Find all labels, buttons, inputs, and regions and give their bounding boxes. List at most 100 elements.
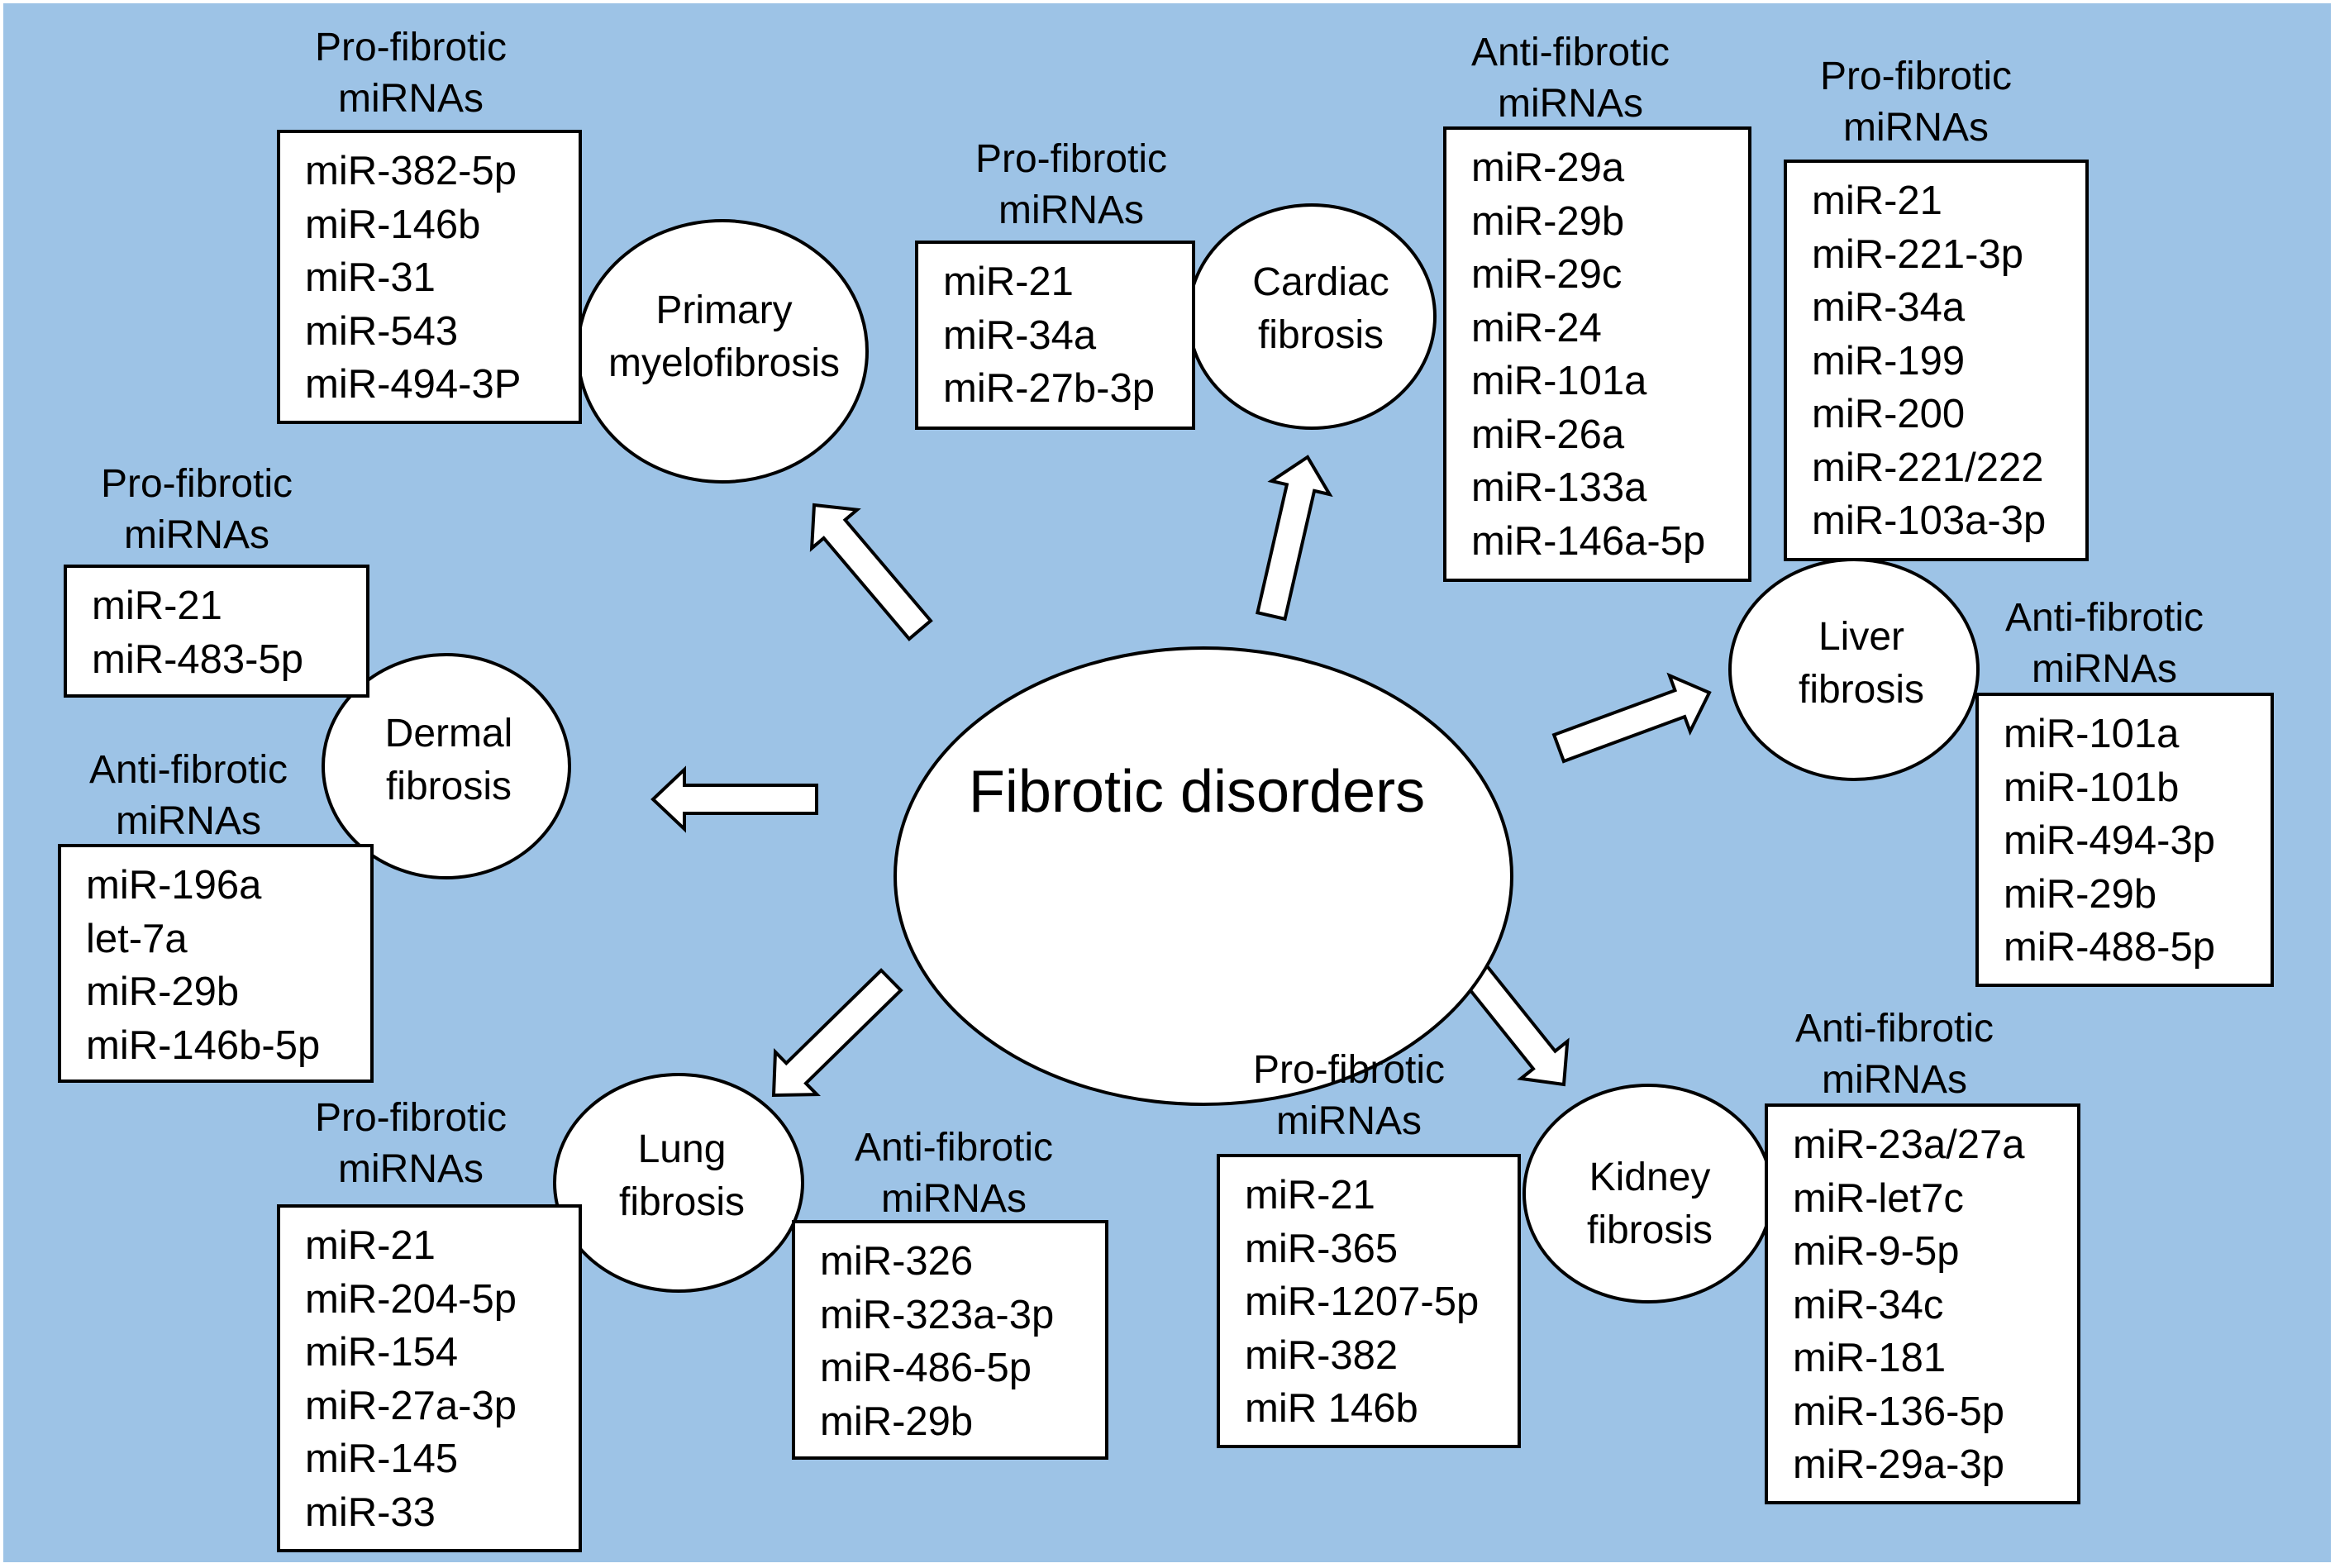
mirna-item: miR-34a: [943, 312, 1097, 358]
arrow-to-dermal-icon: [650, 765, 818, 833]
mirna-item: miR-24: [1471, 305, 1602, 350]
dermal-pro-heading: Pro-fibrotic miRNAs: [101, 459, 293, 561]
mirna-item: miR-494-3P: [305, 362, 522, 407]
mirna-item: let-7a: [86, 916, 188, 961]
mirna-item: miR-29b: [2004, 871, 2157, 917]
liver-anti-heading: Anti-fibrotic miRNAs: [2005, 593, 2204, 695]
kidney-anti-heading: Anti-fibrotic miRNAs: [1795, 1003, 1994, 1106]
liver-node-label: Liver fibrosis: [1799, 611, 1924, 717]
mirna-item: miR-483-5p: [92, 636, 303, 682]
mirna-item: miR-382: [1245, 1332, 1399, 1378]
heading-line: Anti-fibrotic: [854, 1126, 1054, 1170]
mirna-item: miR-1207-5p: [1245, 1280, 1480, 1324]
heading-line: Pro-fibrotic: [100, 462, 293, 506]
heading-line: Anti-fibrotic: [1470, 31, 1670, 74]
mirna-item: miR-9-5p: [1793, 1229, 1960, 1274]
kidney-pro-mirna-box: miR-21 miR-365 miR-1207-5p miR-382 miR 146b: [1217, 1154, 1521, 1448]
mirna-item: miR-365: [1245, 1226, 1399, 1271]
mirna-item: miR-21: [1245, 1173, 1375, 1218]
mirna-item: miR-34a: [1812, 285, 1966, 330]
mirna-item: miR-21: [305, 1223, 436, 1268]
mirna-item: miR-101b: [2004, 765, 2180, 810]
node-label-line: Lung: [637, 1127, 727, 1171]
heading-line: miRNAs: [338, 1147, 484, 1191]
heading-line: miRNAs: [1276, 1099, 1422, 1143]
node-label-line: myelofibrosis: [608, 341, 841, 385]
mirna-item: miR-29c: [1471, 252, 1623, 297]
heading-line: Anti-fibrotic: [2004, 596, 2204, 640]
mirna-item: miR-382-5p: [305, 149, 517, 193]
mirna-item: miR-27a-3p: [305, 1383, 517, 1428]
mirna-item: miR-29b: [86, 970, 240, 1014]
heading-line: miRNAs: [2031, 647, 2177, 691]
node-label-line: fibrosis: [618, 1180, 746, 1224]
mirna-item: miR-29b: [820, 1399, 974, 1444]
mirna-item: miR-145: [305, 1437, 459, 1481]
mirna-item: miR-221/222: [1812, 445, 2044, 490]
cardiac-anti-heading: Anti-fibrotic miRNAs: [1471, 27, 1670, 130]
node-label-line: fibrosis: [1586, 1208, 1713, 1252]
mirna-item: miR-103a-3p: [1812, 498, 2047, 543]
liver-pro-heading: Pro-fibrotic miRNAs: [1820, 51, 2012, 154]
heading-line: Pro-fibrotic: [314, 26, 508, 69]
kidney-node-label: Kidney fibrosis: [1587, 1151, 1713, 1257]
mirna-item: miR 146b: [1245, 1386, 1418, 1431]
arrow-to-lung-icon: [771, 968, 903, 1098]
mirna-item: miR-101a: [2004, 712, 2180, 756]
mirna-item: miR-199: [1812, 338, 1966, 384]
primary-node-label: Primary myelofibrosis: [608, 284, 840, 390]
mirna-item: miR-let7c: [1793, 1175, 1964, 1221]
heading-line: Anti-fibrotic: [1794, 1007, 1994, 1051]
mirna-item: miR-29b: [1471, 198, 1625, 244]
mirna-item: miR-146b: [305, 202, 481, 247]
mirna-item: miR-488-5p: [2004, 925, 2215, 970]
heading-line: miRNAs: [338, 77, 484, 121]
mirna-item: miR-27b-3p: [943, 366, 1155, 411]
arrow-to-cardiac-icon: [1256, 455, 1333, 622]
node-label-line: Dermal: [384, 712, 513, 755]
mirna-item: miR-33: [305, 1489, 436, 1535]
heading-line: Pro-fibrotic: [314, 1096, 508, 1140]
lung-node-shape: [553, 1073, 804, 1293]
heading-line: Pro-fibrotic: [1819, 55, 2013, 98]
heading-line: miRNAs: [880, 1177, 1027, 1221]
kidney-pro-heading: Pro-fibrotic miRNAs: [1253, 1045, 1445, 1147]
heading-line: Pro-fibrotic: [1252, 1048, 1446, 1092]
mirna-item: miR-326: [820, 1239, 974, 1284]
mirna-item: miR-23a/27a: [1793, 1122, 2025, 1167]
heading-line: Pro-fibrotic: [975, 137, 1168, 181]
mirna-item: miR-21: [92, 584, 222, 628]
mirna-item: miR-146b-5p: [86, 1022, 321, 1068]
cardiac-node-label: Cardiac fibrosis: [1252, 256, 1389, 362]
arrow-to-primary-icon: [809, 503, 933, 641]
mirna-item: miR-221-3p: [1812, 231, 2023, 277]
mirna-item: miR-133a: [1471, 465, 1647, 510]
mirna-item: miR-204-5p: [305, 1276, 517, 1322]
lung-anti-heading: Anti-fibrotic miRNAs: [855, 1122, 1053, 1225]
mirna-item: miR-29a: [1471, 145, 1625, 190]
node-label-line: fibrosis: [385, 765, 512, 808]
mirna-item: miR-181: [1793, 1336, 1947, 1380]
mirna-item: miR-29a-3p: [1793, 1442, 2004, 1487]
primary-pro-heading: Pro-fibrotic miRNAs: [315, 22, 507, 125]
dermal-pro-mirna-box: miR-21 miR-483-5p: [64, 565, 369, 698]
heading-line: Anti-fibrotic: [88, 748, 288, 792]
node-label-line: Kidney: [1589, 1156, 1711, 1199]
node-label-line: fibrosis: [1257, 313, 1384, 357]
heading-line: miRNAs: [1843, 106, 1989, 150]
heading-line: miRNAs: [115, 799, 261, 843]
mirna-item: miR-200: [1812, 392, 1966, 436]
mirna-item: miR-31: [305, 255, 436, 300]
lung-pro-heading: Pro-fibrotic miRNAs: [315, 1093, 507, 1195]
dermal-node-shape: [322, 653, 571, 879]
node-label-line: Cardiac: [1252, 260, 1389, 304]
